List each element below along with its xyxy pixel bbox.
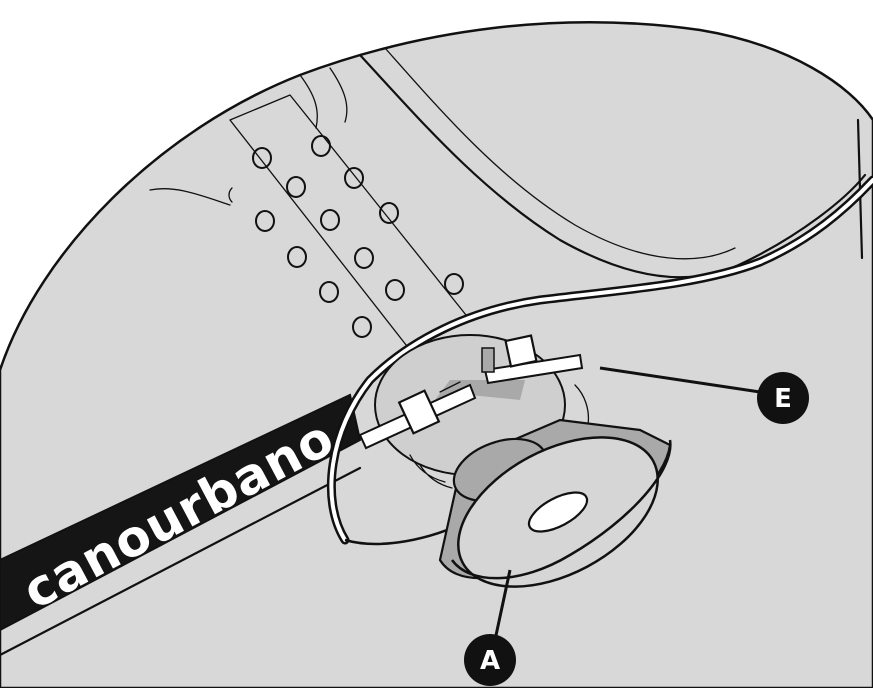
cable-loop-inner <box>329 178 873 542</box>
brand-band <box>0 393 362 632</box>
opening-shade <box>420 380 525 420</box>
fitting-part-a <box>438 418 672 588</box>
callout-a-label: A <box>480 646 500 676</box>
vent-holes <box>228 135 464 338</box>
band-lower-edge <box>0 466 362 657</box>
left-fold-line <box>149 188 231 206</box>
upper-flap <box>299 67 348 129</box>
motion-marks <box>409 384 590 489</box>
zip-tie-right <box>481 334 584 385</box>
zip-tie-left <box>358 381 477 450</box>
upper-panel-outline <box>358 53 867 279</box>
callout-e-label: E <box>774 384 792 414</box>
callout-line-e <box>599 366 761 394</box>
callout-e: E <box>757 372 809 424</box>
callout-line-a <box>493 569 512 641</box>
callout-a: A <box>464 634 516 686</box>
upper-panel-seam <box>384 47 736 260</box>
